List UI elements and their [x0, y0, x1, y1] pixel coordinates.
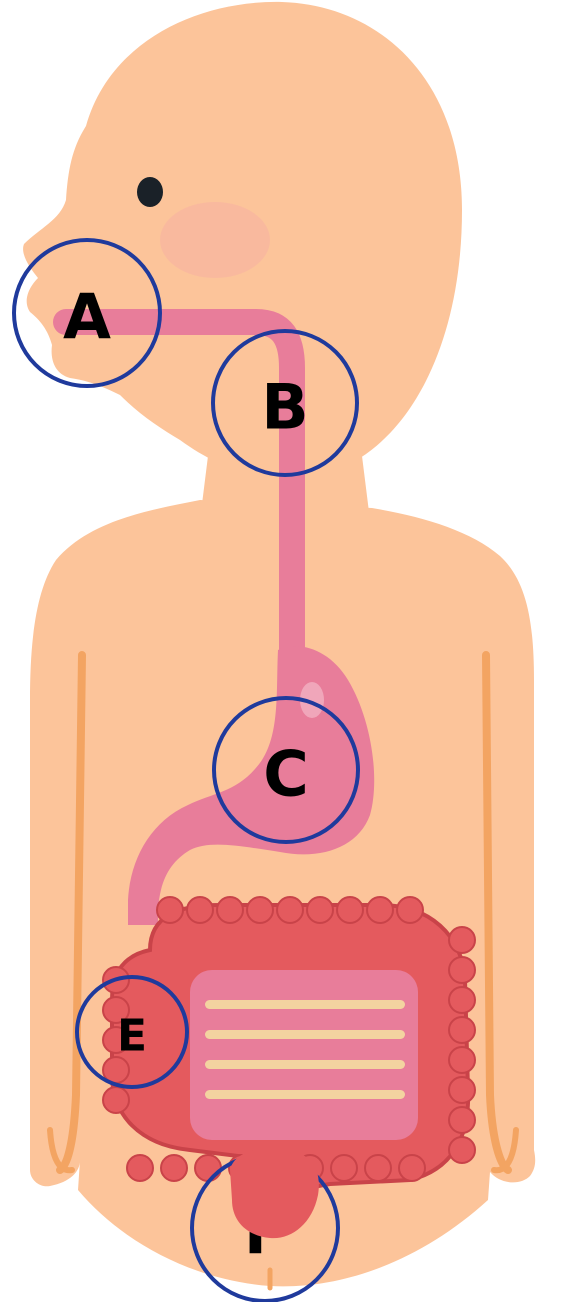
- large-intestine-bump: [449, 1047, 475, 1073]
- small-intestine-fold: [205, 1000, 405, 1009]
- large-intestine-bump: [449, 957, 475, 983]
- large-intestine-bump: [247, 897, 273, 923]
- eye: [137, 177, 163, 207]
- large-intestine-bump: [103, 1087, 129, 1113]
- large-intestine-bump: [127, 1155, 153, 1181]
- large-intestine-bump: [449, 1017, 475, 1043]
- marker-label: C: [263, 738, 309, 811]
- marker-label: A: [63, 281, 111, 354]
- small-intestine-fold: [205, 1090, 405, 1099]
- large-intestine-bump: [449, 1107, 475, 1133]
- large-intestine-bump: [195, 1155, 221, 1181]
- large-intestine-bump: [161, 1155, 187, 1181]
- large-intestine-bump: [449, 1077, 475, 1103]
- large-intestine-bump: [449, 1137, 475, 1163]
- large-intestine-bump: [397, 897, 423, 923]
- large-intestine-bump: [157, 897, 183, 923]
- large-intestine-bump: [399, 1155, 425, 1181]
- large-intestine-bump: [217, 897, 243, 923]
- large-intestine-bump: [187, 897, 213, 923]
- small-intestine: [190, 970, 418, 1140]
- marker-label: B: [261, 371, 308, 444]
- large-intestine-bump: [367, 897, 393, 923]
- large-intestine-bump: [449, 927, 475, 953]
- small-intestine-fold: [205, 1030, 405, 1039]
- large-intestine-bump: [331, 1155, 357, 1181]
- large-intestine-bump: [307, 897, 333, 923]
- large-intestine-bump: [337, 897, 363, 923]
- marker-label: E: [117, 1011, 147, 1062]
- small-intestine-fold: [205, 1060, 405, 1069]
- large-intestine-bump: [277, 897, 303, 923]
- large-intestine-bump: [449, 987, 475, 1013]
- cheek: [160, 202, 270, 278]
- large-intestine-bump: [365, 1155, 391, 1181]
